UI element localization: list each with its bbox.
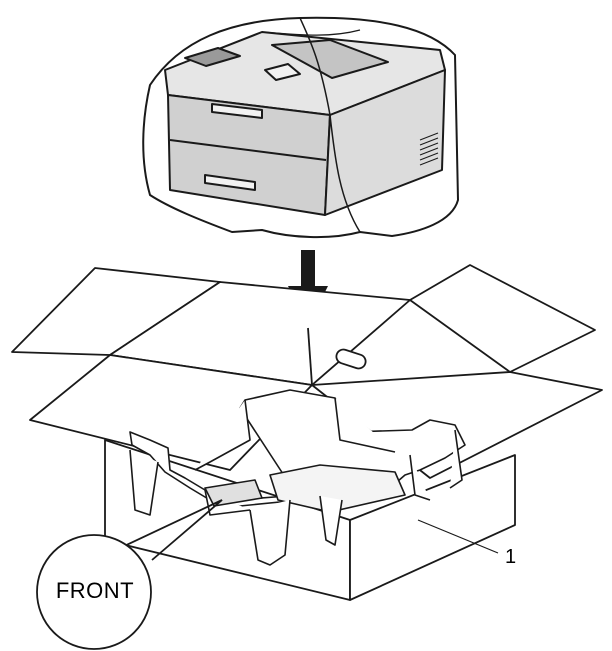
packing-foam bbox=[129, 389, 466, 566]
hand-hole bbox=[335, 348, 367, 370]
control-panel bbox=[184, 47, 241, 67]
printer-side bbox=[324, 69, 446, 216]
box-flap-right bbox=[409, 264, 596, 373]
printer-in-bag bbox=[142, 16, 459, 239]
foam-tray bbox=[269, 464, 406, 513]
paper-tray-handle bbox=[204, 174, 256, 191]
front-label: FRONT bbox=[55, 578, 135, 603]
callout-leader-1 bbox=[417, 519, 499, 554]
side-vent bbox=[419, 132, 439, 166]
front-callout bbox=[36, 499, 223, 650]
front-handle bbox=[211, 103, 263, 119]
foam-label-plate bbox=[204, 479, 263, 507]
front-circle bbox=[36, 534, 152, 650]
callout-number-1: 1 bbox=[505, 546, 517, 568]
tray-flap bbox=[264, 63, 301, 81]
